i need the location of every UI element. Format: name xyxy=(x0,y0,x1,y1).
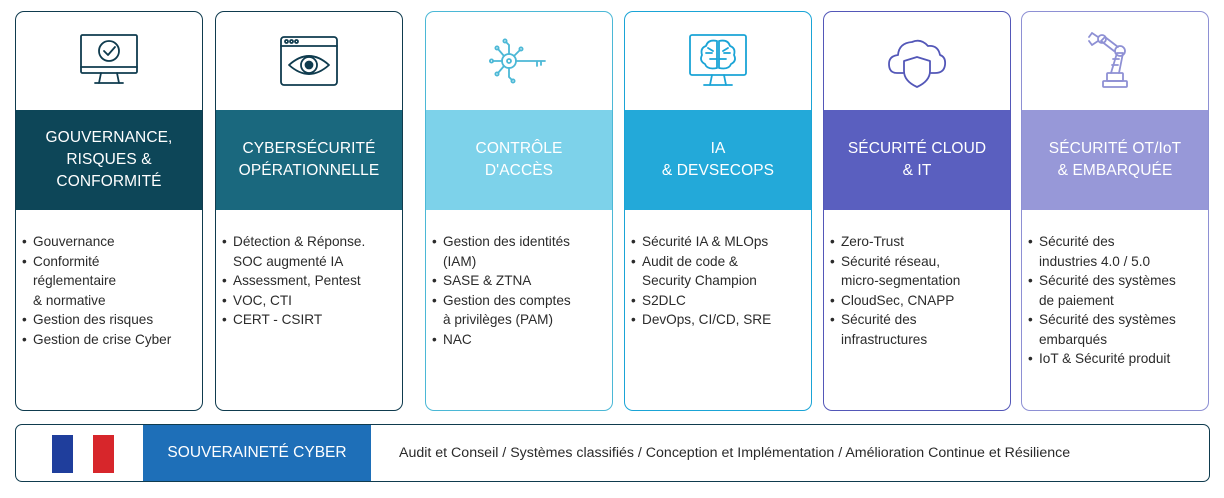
card-items: Gestion des identités(IAM) SASE & ZTNA G… xyxy=(432,232,608,349)
card-title-line: SÉCURITÉ CLOUD xyxy=(847,140,987,157)
souverainete-label: SOUVERAINETÉ CYBER xyxy=(143,425,371,481)
key-circuit-icon xyxy=(489,38,546,84)
card-title-line: GOUVERNANCE, xyxy=(45,129,173,146)
souverainete-description: Audit et Conseil / Systèmes classifiés /… xyxy=(399,445,1071,461)
card-items: Détection & Réponse.SOC augmenté IA Asse… xyxy=(222,232,398,330)
browser-eye-icon xyxy=(280,36,338,86)
card-title-line: SÉCURITÉ OT/IoT xyxy=(1048,140,1182,157)
card-securite-cloud: SÉCURITÉ CLOUD & IT Zero-Trust Sécurité … xyxy=(823,11,1011,411)
card-title-line: & IT xyxy=(902,162,932,179)
card-title-line: RISQUES & xyxy=(66,151,152,168)
card-title: GOUVERNANCE, RISQUES & CONFORMITÉ xyxy=(16,110,202,210)
card-securite-ot-iot: SÉCURITÉ OT/IoT & EMBARQUÉE Sécurité des… xyxy=(1021,11,1209,411)
card-icon-area xyxy=(426,12,612,110)
list-item: SASE & ZTNA xyxy=(432,271,608,291)
list-item: CloudSec, CNAPP xyxy=(830,291,1006,311)
card-icon-area xyxy=(216,12,402,110)
monitor-check-icon xyxy=(80,34,138,84)
flag-stripe-blue xyxy=(52,435,73,473)
flag-stripe-red xyxy=(93,435,115,473)
card-title: SÉCURITÉ OT/IoT & EMBARQUÉE xyxy=(1022,110,1208,210)
list-item: DevOps, CI/CD, SRE xyxy=(631,310,807,330)
card-icon-area xyxy=(16,12,202,110)
card-items: Sécurité IA & MLOps Audit de code &Secur… xyxy=(631,232,807,330)
card-cybersecurite: CYBERSÉCURITÉ OPÉRATIONNELLE Détection &… xyxy=(215,11,403,411)
card-title: SÉCURITÉ CLOUD & IT xyxy=(824,110,1010,210)
list-item: Assessment, Pentest xyxy=(222,271,398,291)
card-title-line: CONFORMITÉ xyxy=(56,173,162,190)
card-gouvernance: GOUVERNANCE, RISQUES & CONFORMITÉ Gouver… xyxy=(15,11,203,411)
list-item: VOC, CTI xyxy=(222,291,398,311)
pillars: GOUVERNANCE, RISQUES & CONFORMITÉ Gouver… xyxy=(15,11,1210,411)
cloud-shield-icon xyxy=(888,39,947,88)
list-item: Gestion des identités(IAM) xyxy=(432,232,608,271)
card-title-line: CONTRÔLE xyxy=(475,140,563,157)
card-controle-acces: CONTRÔLE D'ACCÈS Gestion des identités(I… xyxy=(425,11,613,411)
card-title-line: CYBERSÉCURITÉ xyxy=(242,140,376,157)
card-title-line: & EMBARQUÉE xyxy=(1057,162,1173,179)
card-title: IA & DEVSECOPS xyxy=(625,110,811,210)
list-item: CERT - CSIRT xyxy=(222,310,398,330)
list-item: Audit de code &Security Champion xyxy=(631,252,807,291)
brain-monitor-icon xyxy=(689,34,747,86)
souverainete-banner: SOUVERAINETÉ CYBER Audit et Conseil / Sy… xyxy=(15,424,1210,482)
card-title-line: OPÉRATIONNELLE xyxy=(238,162,380,179)
list-item: Zero-Trust xyxy=(830,232,1006,252)
list-item: Sécurité IA & MLOps xyxy=(631,232,807,252)
list-item: S2DLC xyxy=(631,291,807,311)
card-ia-devsecops: IA & DEVSECOPS Sécurité IA & MLOps Audit… xyxy=(624,11,812,411)
list-item: Sécurité réseau,micro-segmentation xyxy=(830,252,1006,291)
card-title: CYBERSÉCURITÉ OPÉRATIONNELLE xyxy=(216,110,402,210)
card-title-line: IA xyxy=(710,140,726,157)
card-items: Zero-Trust Sécurité réseau,micro-segment… xyxy=(830,232,1006,349)
card-icon-area xyxy=(1022,12,1208,110)
list-item: NAC xyxy=(432,330,608,350)
list-item: IoT & Sécurité produit xyxy=(1028,349,1204,369)
french-flag-icon xyxy=(52,435,115,473)
list-item: Gestion de crise Cyber xyxy=(22,330,198,350)
list-item: Détection & Réponse.SOC augmenté IA xyxy=(222,232,398,271)
card-icon-area xyxy=(625,12,811,110)
flag-stripe-white xyxy=(72,435,94,473)
card-title-line: & DEVSECOPS xyxy=(661,162,775,179)
list-item: Gouvernance xyxy=(22,232,198,252)
card-title-line: D'ACCÈS xyxy=(484,162,554,179)
card-icon-area xyxy=(824,12,1010,110)
robot-arm-icon xyxy=(1088,32,1128,88)
list-item: Gestion des risques xyxy=(22,310,198,330)
card-title: CONTRÔLE D'ACCÈS xyxy=(426,110,612,210)
